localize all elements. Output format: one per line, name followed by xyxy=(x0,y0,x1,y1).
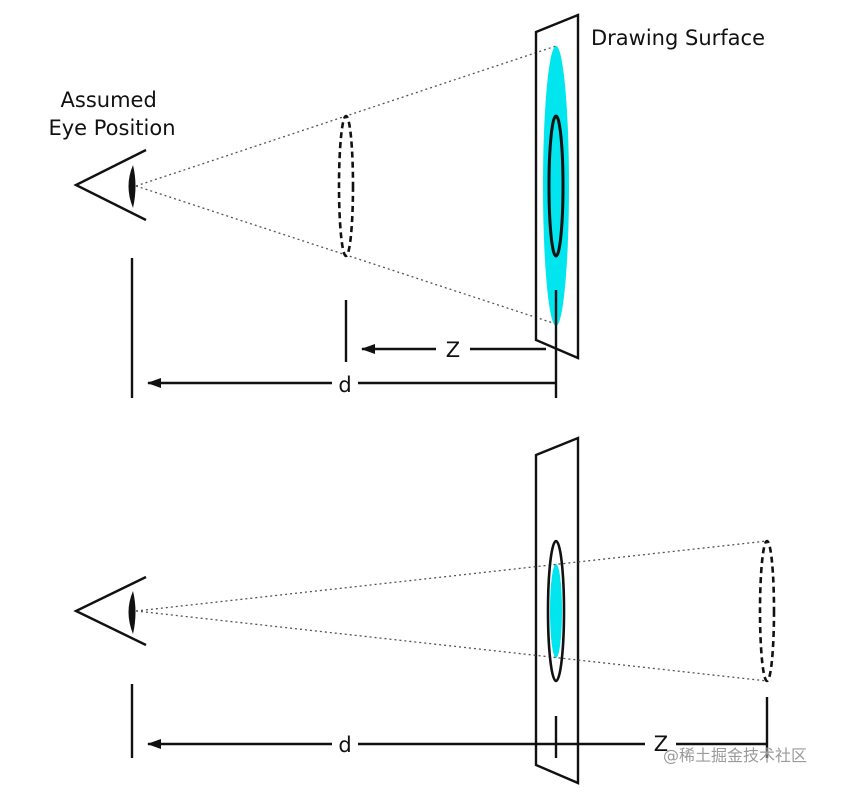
object-ellipse xyxy=(337,114,355,258)
eye-icon xyxy=(73,575,147,647)
drawing-surface-plane-bottom xyxy=(534,436,580,785)
dimension-lines-top xyxy=(130,258,558,398)
eye-icon xyxy=(73,148,147,222)
top-panel: Assumed Eye Position Drawing Surface xyxy=(48,13,765,398)
z-label-bottom: Z xyxy=(654,732,668,756)
projection-ellipse xyxy=(543,46,569,326)
d-label-top: d xyxy=(338,373,351,397)
eye-position-label: Assumed Eye Position xyxy=(48,88,175,140)
sight-lines-bottom xyxy=(135,540,768,682)
eye-position-label-line2: Eye Position xyxy=(48,116,175,140)
dimension-lines-bottom xyxy=(130,684,769,758)
watermark: @稀土掘金技术社区 xyxy=(663,746,807,765)
object-outline-on-surface-bottom xyxy=(546,539,566,683)
projection-ellipse-bottom xyxy=(550,564,562,658)
drawing-surface-label: Drawing Surface xyxy=(591,26,765,50)
eye-position-label-line1: Assumed xyxy=(61,88,157,112)
z-label-top: Z xyxy=(446,338,460,362)
bottom-panel: d Z xyxy=(73,436,776,785)
object-outline-on-surface xyxy=(547,114,565,258)
d-label-bottom: d xyxy=(338,733,351,757)
drawing-surface-plane xyxy=(534,13,580,360)
sight-lines-top xyxy=(135,45,557,325)
object-ellipse-bottom xyxy=(758,539,776,683)
